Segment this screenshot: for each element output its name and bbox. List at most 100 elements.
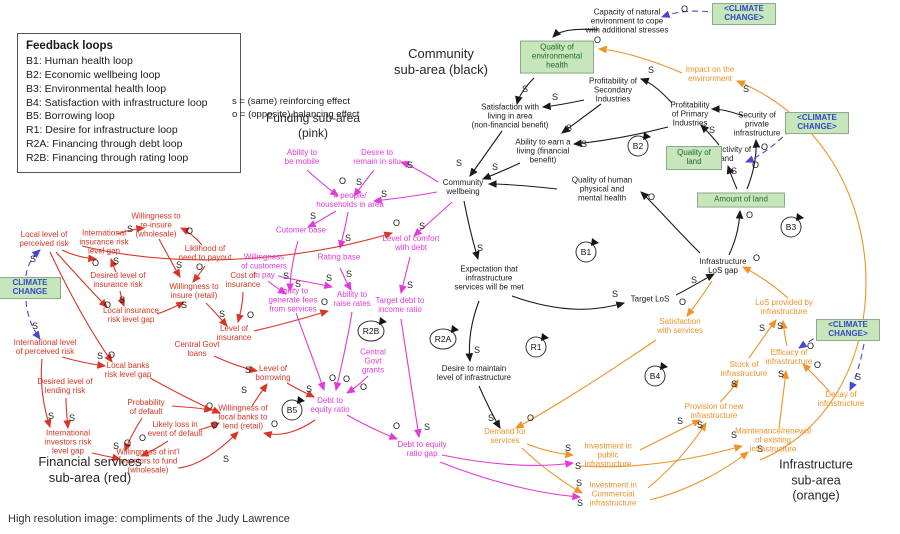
edge (338, 211, 349, 250)
edge (511, 295, 626, 310)
legend-item: B4: Satisfaction with infrastructure loo… (26, 96, 208, 109)
edge (156, 301, 185, 315)
effect-letter-S: S (456, 158, 462, 168)
effect-letter-S: S (181, 300, 187, 310)
loop-marker-R1: R1 (525, 333, 549, 358)
effect-letter-O: O (321, 297, 328, 307)
edge (253, 309, 330, 332)
edge (728, 209, 744, 256)
edge (251, 383, 268, 407)
svg-text:R2B: R2B (363, 326, 380, 336)
edge (541, 99, 585, 110)
edge (353, 169, 375, 197)
edge (339, 267, 352, 291)
effect-letter-O: O (648, 192, 655, 202)
effect-letter-S: S (306, 384, 312, 394)
edge (639, 419, 701, 451)
edge (802, 363, 830, 392)
effect-letter-S: S (566, 123, 572, 133)
edge (139, 440, 169, 457)
edge (205, 302, 228, 327)
edge (649, 451, 749, 501)
edge (372, 191, 438, 205)
edge (463, 200, 480, 261)
edge (61, 249, 98, 263)
effect-letter-S: S (381, 189, 387, 199)
edge (735, 80, 867, 461)
community-label: Community sub-area (black) (394, 45, 488, 77)
edge (117, 290, 125, 308)
legend-item: B3: Environmental health loop (26, 82, 167, 95)
effect-letter-S: S (709, 125, 715, 135)
s-effect-line: s = (same) reinforcing effect (232, 96, 350, 107)
edge (40, 358, 52, 429)
edge (158, 238, 181, 278)
legend-item: R2B: Financing through rating loop (26, 152, 189, 165)
edge (640, 191, 701, 254)
edge (267, 280, 287, 295)
effect-letter-S: S (581, 139, 587, 149)
effect-key: s = (same) reinforcing effect o = (oppos… (232, 96, 359, 122)
effect-letter-S: S (759, 323, 765, 333)
edge (780, 319, 788, 347)
effect-letter-S: S (295, 279, 301, 289)
loop-marker-B1: B1 (575, 238, 599, 263)
edge (61, 356, 107, 369)
edge (710, 105, 744, 117)
svg-text:R1: R1 (531, 342, 542, 352)
effect-letter-S: S (710, 159, 716, 169)
edge (25, 249, 41, 277)
edge (63, 397, 72, 430)
edge (561, 103, 602, 134)
effect-letter-O: O (124, 438, 131, 448)
funding-label: Funding sub-area (pink) (265, 111, 361, 140)
edge (124, 417, 143, 453)
effect-letter-S: S (223, 454, 229, 464)
edge (110, 257, 118, 273)
edge (333, 311, 353, 392)
effect-letter-S: S (757, 444, 763, 454)
effect-letter-O: O (206, 401, 213, 411)
effect-letter-S: S (855, 372, 861, 382)
edge (236, 291, 244, 324)
edge (400, 318, 422, 439)
edge (307, 210, 337, 228)
effect-letter-S: S (474, 345, 480, 355)
edge (579, 444, 744, 468)
edge (719, 379, 739, 403)
effect-letter-S: S (310, 211, 316, 221)
effect-letter-S: S (30, 254, 36, 264)
loop-marker-B5: B5 (281, 396, 305, 421)
effect-letter-O: O (679, 297, 686, 307)
edge (469, 130, 503, 177)
effect-letter-S: S (648, 65, 654, 75)
svg-text:B4: B4 (650, 371, 661, 381)
effect-letter-O: O (339, 176, 346, 186)
edge (116, 225, 146, 235)
edge (660, 10, 719, 18)
effect-letter-O: O (343, 374, 350, 384)
edge (705, 149, 720, 158)
effect-letter-O: O (196, 262, 203, 272)
effect-letter-S: S (522, 84, 528, 94)
effect-letter-S: S (356, 177, 362, 187)
effect-letter-O: O (186, 226, 193, 236)
effect-letter-O: O (393, 421, 400, 431)
edge (686, 280, 713, 317)
effect-letter-S: S (576, 478, 582, 488)
infrastructure-label: Infrastructure sub-area (orange) (779, 457, 853, 503)
effect-letter-O: O (139, 433, 146, 443)
edge (306, 169, 339, 197)
edge (399, 161, 439, 183)
effect-letter-S: S (424, 422, 430, 432)
effect-letter-S: S (113, 256, 119, 266)
edge (81, 231, 394, 261)
edge (515, 77, 535, 106)
edge (55, 251, 108, 308)
legend-item: B5: Borrowing loop (26, 110, 115, 123)
edge (346, 375, 369, 394)
edge (192, 265, 206, 283)
effect-letter-S: S (731, 166, 737, 176)
legend-title: Feedback loops (26, 40, 113, 52)
edge (198, 422, 221, 431)
